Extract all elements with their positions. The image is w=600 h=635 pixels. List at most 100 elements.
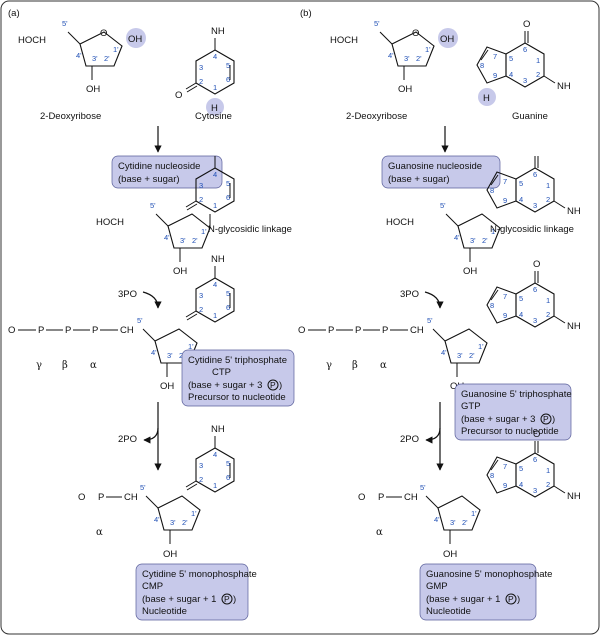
monophosphate-a: O P α CH [78,492,138,538]
svg-text:P: P [65,325,71,336]
deoxyribose-a: HOCH OH O OH [18,18,146,95]
phosphate-in-a: 3PO [118,289,137,300]
triphosphate-chain-b: O P P P γ β α CH [298,325,424,371]
svg-text:): ) [517,594,520,605]
svg-text:O: O [523,19,530,30]
svg-text:O: O [358,492,365,503]
svg-text:CTP: CTP [212,367,231,378]
svg-text:OH: OH [160,381,174,392]
triphosphate-box-b: Guanosine 5' triphosphate GTP (base + su… [454,383,572,441]
svg-text:NH: NH [567,321,581,332]
svg-text:OH: OH [443,549,457,560]
svg-text:): ) [552,414,555,425]
svg-text:(base + sugar + 3: (base + sugar + 3 [188,380,262,391]
svg-text:P: P [270,380,276,390]
svg-text:O: O [100,28,107,39]
svg-text:GTP: GTP [461,401,481,412]
svg-text:α: α [376,527,383,538]
svg-text:CH: CH [120,325,134,336]
svg-text:Nucleotide: Nucleotide [426,606,471,617]
svg-text:β: β [62,360,68,371]
svg-text:P: P [378,492,384,503]
svg-text:GMP: GMP [426,581,448,592]
svg-text:(base + sugar + 1: (base + sugar + 1 [426,594,500,605]
svg-text:P: P [38,325,44,336]
panel-a-tag: (a) [8,8,20,19]
svg-text:Guanosine 5' monophosphate: Guanosine 5' monophosphate [426,569,552,580]
svg-text:OH: OH [163,549,177,560]
panel-b: (b) HOCH OH O OH 2-Deoxyribose O NH H Gu… [298,8,581,621]
triphosphate-box-a: Cytidine 5' triphosphate CTP (base + sug… [181,349,295,407]
svg-text:β: β [352,360,358,371]
svg-text:γ: γ [36,360,42,371]
svg-text:α: α [380,360,387,371]
svg-text:(base + sugar + 1: (base + sugar + 1 [142,594,216,605]
svg-text:P: P [92,325,98,336]
sugar-name-a: 2-Deoxyribose [40,111,101,122]
svg-text:P: P [508,594,514,604]
svg-text:P: P [543,414,549,424]
svg-text:HOCH: HOCH [96,217,124,228]
svg-text:NH: NH [211,424,225,435]
svg-text:(base + sugar + 3: (base + sugar + 3 [461,414,535,425]
svg-text:NH: NH [567,206,581,217]
svg-text:α: α [96,527,103,538]
phosphate-out-b: 2PO [400,434,419,445]
svg-text:O: O [533,259,540,270]
svg-text:CMP: CMP [142,581,163,592]
svg-text:α: α [90,360,97,371]
svg-text:(base + sugar): (base + sugar) [118,174,180,185]
svg-text:CH: CH [404,492,418,503]
svg-text:(base + sugar): (base + sugar) [388,174,450,185]
cytidine-nucleoside: HOCH OH N-glycosidic linkage [96,155,292,277]
nucleoside-box-a: Cytidine nucleoside (base + sugar) [111,155,223,189]
base-name-a: Cytosine [195,111,232,122]
svg-text:HOCH: HOCH [18,35,46,46]
svg-text:P: P [382,325,388,336]
svg-text:O: O [533,429,540,440]
guanine-base: O NH H [476,19,571,106]
svg-text:OH: OH [440,34,454,45]
svg-text:NH: NH [557,81,571,92]
svg-text:P: P [98,492,104,503]
svg-text:Cytidine nucleoside: Cytidine nucleoside [118,161,200,172]
svg-text:γ: γ [326,360,332,371]
svg-text:P: P [224,594,230,604]
guanosine-nucleoside: HOCH OH NH N-glycosidic linkage [386,155,581,277]
panel-a: (a) HOCH OH O OH 2-Deoxyribose NH O H Cy… [8,8,295,621]
svg-text:Nucleotide: Nucleotide [142,606,187,617]
svg-text:NH: NH [211,254,225,265]
svg-text:OH: OH [86,84,100,95]
svg-text:P: P [328,325,334,336]
svg-text:O: O [175,90,182,101]
svg-text:CH: CH [124,492,138,503]
svg-text:P: P [355,325,361,336]
svg-text:OH: OH [173,266,187,277]
cytosine-base: NH O H [175,26,235,116]
svg-text:N-glycosidic linkage: N-glycosidic linkage [208,224,292,235]
monophosphate-b: O P α CH [358,492,418,538]
svg-text:O: O [8,325,15,336]
svg-text:Cytidine 5' triphosphate: Cytidine 5' triphosphate [188,355,287,366]
svg-text:Guanosine nucleoside: Guanosine nucleoside [388,161,482,172]
svg-text:Guanosine 5' triphosphate: Guanosine 5' triphosphate [461,389,572,400]
svg-text:O: O [78,492,85,503]
monophosphate-box-b: Guanosine 5' monophosphate GMP (base + s… [419,563,552,621]
svg-text:Precursor to nucleotide: Precursor to nucleotide [461,426,559,437]
svg-text:O: O [298,325,305,336]
svg-text:Cytidine 5' monophosphate: Cytidine 5' monophosphate [142,569,257,580]
svg-text:HOCH: HOCH [386,217,414,228]
svg-text:NH: NH [567,491,581,502]
svg-text:): ) [279,380,282,391]
svg-text:O: O [412,28,419,39]
svg-text:Precursor to nucleotide: Precursor to nucleotide [188,392,286,403]
sugar-name-b: 2-Deoxyribose [346,111,407,122]
svg-text:HOCH: HOCH [330,35,358,46]
svg-text:H: H [211,103,218,114]
deoxyribose-b: HOCH OH O OH [330,18,458,95]
svg-text:NH: NH [211,26,225,37]
svg-text:OH: OH [398,84,412,95]
base-name-b: Guanine [512,111,548,122]
